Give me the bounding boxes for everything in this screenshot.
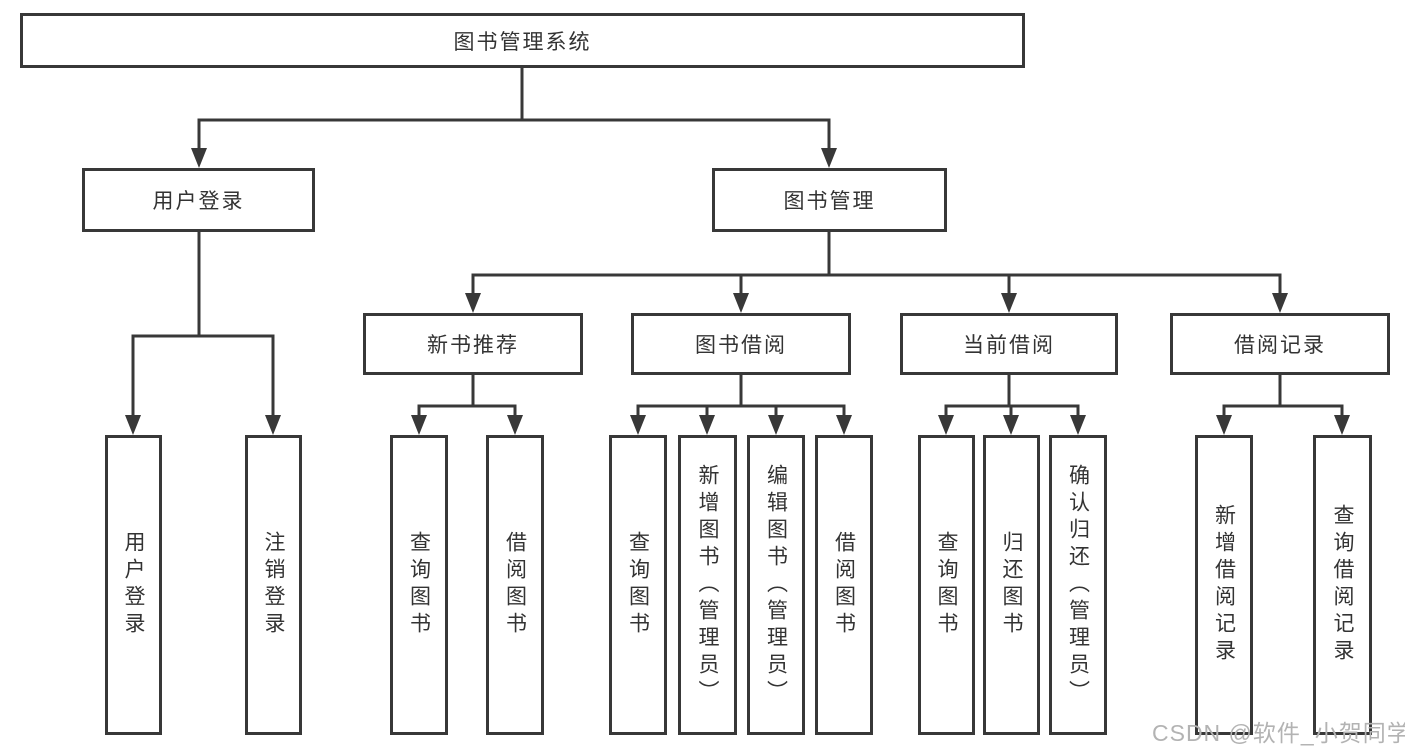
node-label: 查询图书: [935, 531, 958, 639]
leaf-add-books-admin: 新增图书（管理员）: [678, 435, 737, 735]
leaf-add-borrow-record: 新增借阅记录: [1195, 435, 1253, 735]
node-label: 借阅图书: [503, 531, 527, 639]
leaf-borrow-books-recommend: 借阅图书: [486, 435, 544, 735]
node-label: 新增图书（管理员）: [696, 463, 719, 707]
node-label: 归还图书: [1000, 531, 1023, 639]
leaf-query-books-borrowing: 查询图书: [609, 435, 667, 735]
node-user-login: 用户登录: [82, 168, 315, 232]
node-borrowing-records: 借阅记录: [1170, 313, 1390, 375]
node-current-borrowing: 当前借阅: [900, 313, 1118, 375]
node-label: 借阅记录: [1234, 334, 1326, 357]
node-label: 图书管理系统: [453, 30, 592, 54]
leaf-return-books: 归还图书: [983, 435, 1040, 735]
leaf-edit-books-admin: 编辑图书（管理员）: [747, 435, 805, 735]
node-label: 用户登录: [152, 190, 245, 213]
node-label: 新增借阅记录: [1212, 504, 1236, 666]
node-root-system: 图书管理系统: [20, 13, 1025, 68]
node-label: 用户登录: [122, 531, 145, 639]
node-new-book-recommend: 新书推荐: [363, 313, 583, 375]
leaf-query-books-recommend: 查询图书: [390, 435, 448, 735]
leaf-borrow-books: 借阅图书: [815, 435, 873, 735]
node-label: 借阅图书: [832, 531, 856, 639]
leaf-query-borrow-record: 查询借阅记录: [1313, 435, 1372, 735]
node-book-management: 图书管理: [712, 168, 947, 232]
node-label: 编辑图书（管理员）: [764, 463, 788, 707]
node-book-borrowing: 图书借阅: [631, 313, 851, 375]
leaf-user-login: 用户登录: [105, 435, 162, 735]
node-label: 确认归还（管理员）: [1066, 463, 1090, 707]
node-label: 查询图书: [626, 531, 650, 639]
node-label: 图书借阅: [695, 334, 787, 357]
leaf-logout: 注销登录: [245, 435, 302, 735]
node-label: 查询借阅记录: [1331, 504, 1354, 666]
node-label: 新书推荐: [427, 334, 519, 357]
leaf-confirm-return-admin: 确认归还（管理员）: [1049, 435, 1107, 735]
node-label: 当前借阅: [963, 334, 1055, 357]
node-label: 图书管理: [783, 190, 876, 213]
node-label: 注销登录: [262, 531, 285, 639]
csdn-watermark: CSDN @软件_小贺同学: [1152, 720, 1405, 746]
node-label: 查询图书: [407, 531, 431, 639]
leaf-query-books-current: 查询图书: [918, 435, 975, 735]
